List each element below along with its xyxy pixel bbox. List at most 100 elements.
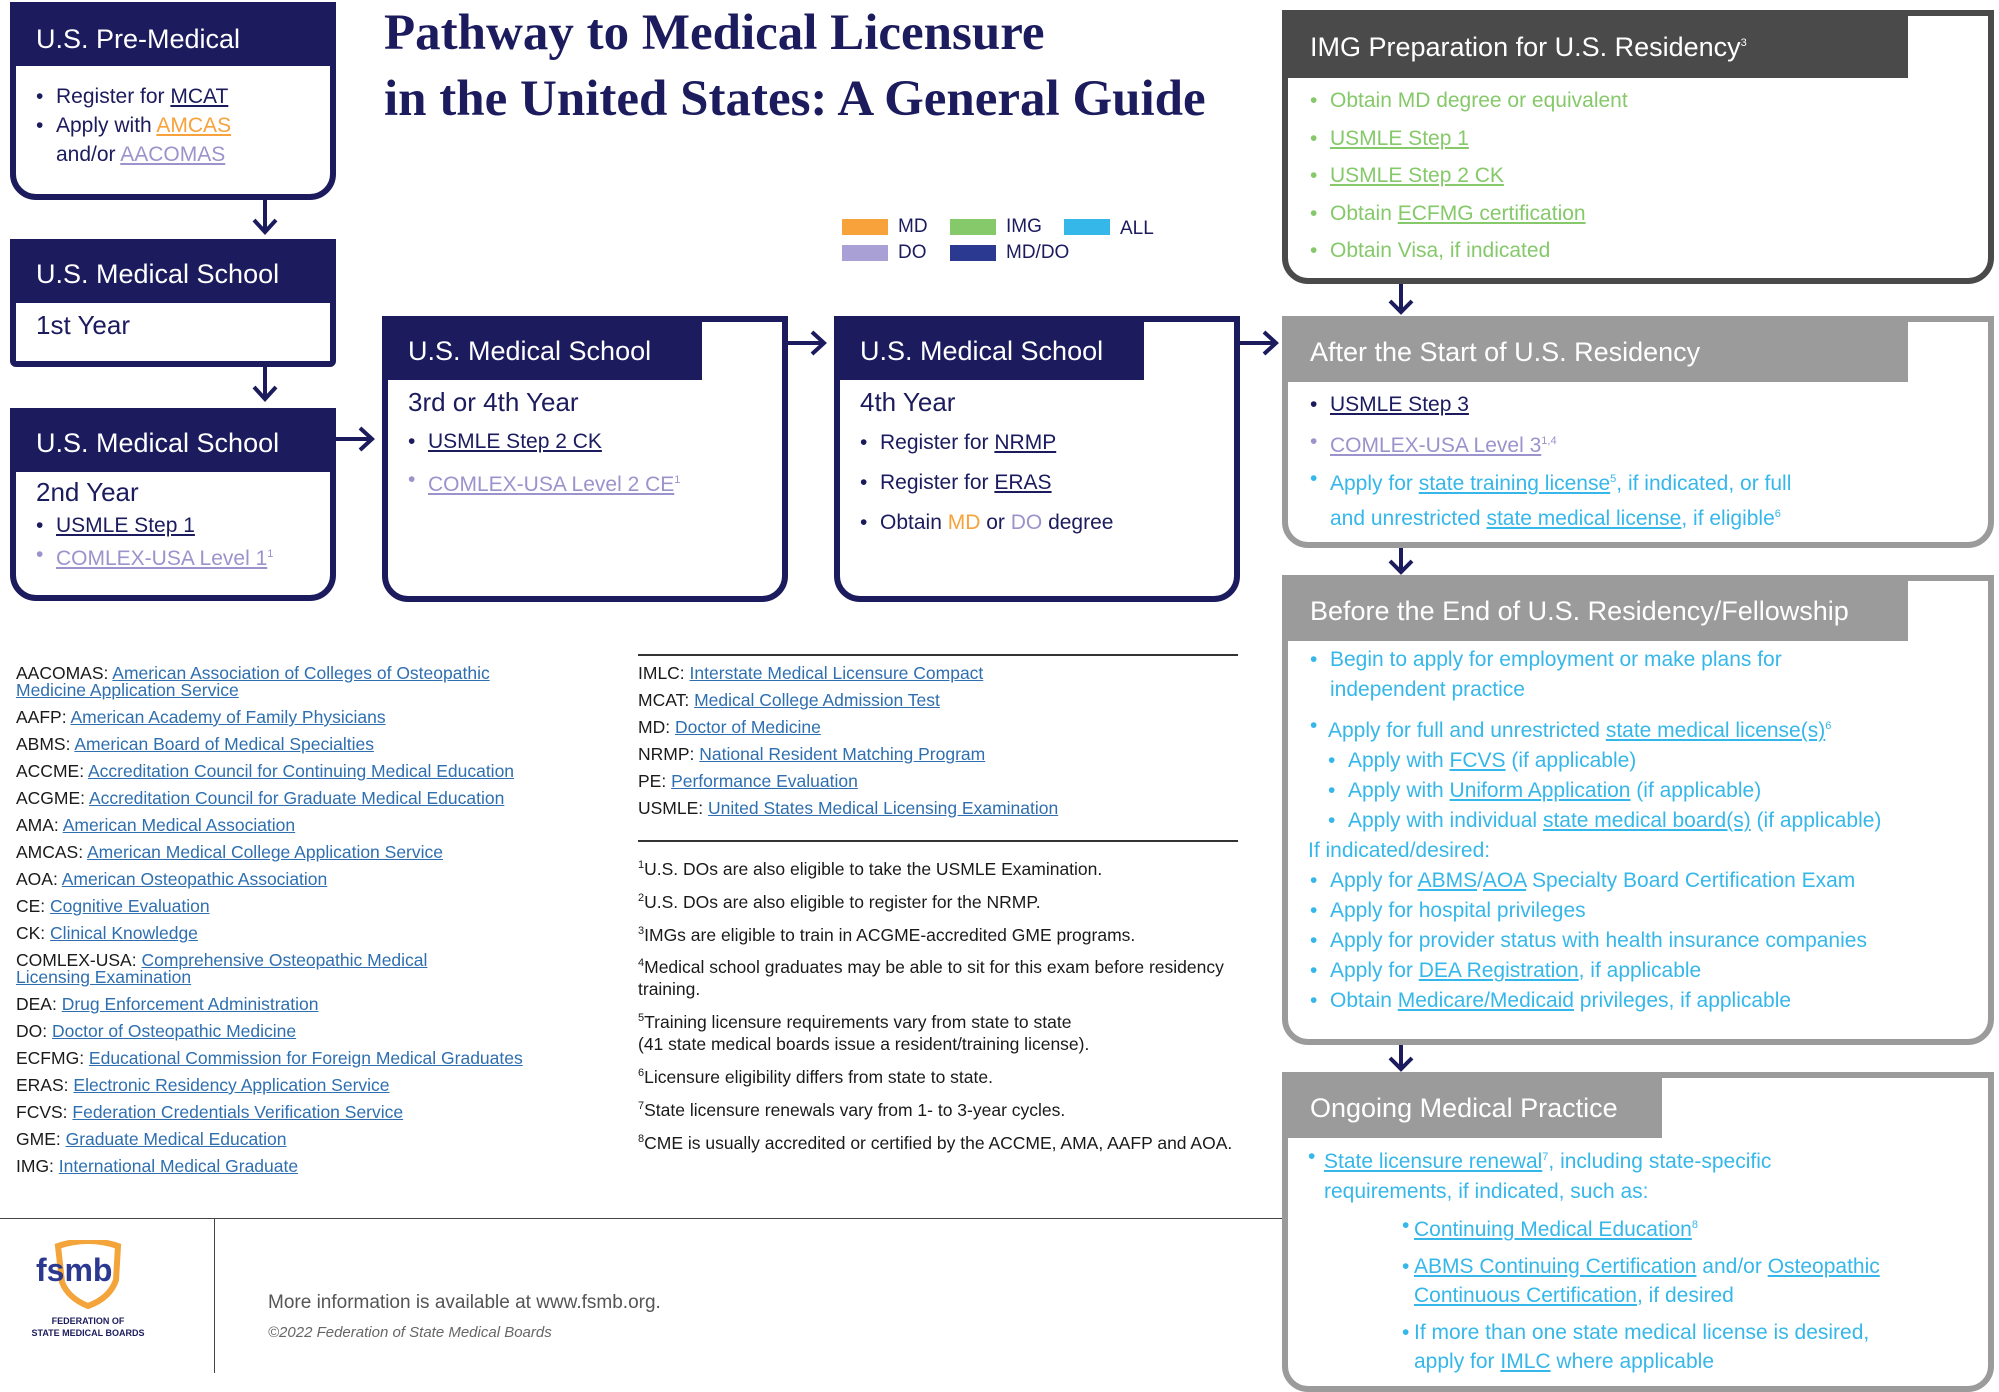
abbreviation-link[interactable]: Doctor of Medicine (674, 717, 821, 737)
abbreviation-link[interactable]: Accreditation Council for Continuing Med… (87, 761, 515, 781)
state-licensure-renewal-link[interactable]: State licensure renewal (1324, 1150, 1543, 1173)
year2-box: U.S. Medical School 2nd Year USMLE Step … (10, 408, 336, 601)
abbreviation-link[interactable]: Federation Credentials Verification Serv… (72, 1102, 404, 1122)
abms-link[interactable]: ABMS (1417, 869, 1478, 892)
divider (638, 654, 1238, 656)
before-end-box: Before the End of U.S. Residency/Fellows… (1282, 575, 1994, 1045)
comlex-level1-link[interactable]: COMLEX-USA Level 1 (56, 547, 268, 570)
page-title: Pathway to Medical Licensure in the Unit… (384, 0, 1244, 132)
footnote: 4Medical school graduates may be able to… (638, 957, 1224, 1000)
year4-body: 4th Year Register for NRMP Register for … (860, 388, 1218, 544)
abbreviation-link[interactable]: United States Medical Licensing Examinat… (708, 798, 1059, 818)
medicare-medicaid-link[interactable]: Medicare/Medicaid (1397, 989, 1574, 1012)
abbreviation-link[interactable]: American Board of Medical Specialties (74, 734, 374, 754)
abbreviation-link[interactable]: Comprehensive Osteopathic Medical (141, 950, 428, 970)
comlex-level2ce-link[interactable]: COMLEX-USA Level 2 CE (428, 473, 675, 496)
residency-item-license: Apply for state training license5, if in… (1310, 464, 1791, 534)
abbreviation-item: DEA: Drug Enforcement Administration (16, 994, 319, 1014)
footnote: 1U.S. DOs are also eligible to take the … (638, 858, 1103, 879)
imlc-link[interactable]: IMLC (1500, 1350, 1551, 1373)
before-end-heading: Before the End of U.S. Residency/Fellows… (1288, 581, 1908, 641)
legend-label-do: DO (898, 242, 927, 263)
premed-item-mcat: Register for MCAT (36, 82, 314, 111)
state-medical-licenses-link[interactable]: state medical license(s) (1605, 719, 1826, 742)
img-usmle-step1-link[interactable]: USMLE Step 1 (1330, 126, 1469, 150)
abbreviation-link[interactable]: Drug Enforcement Administration (61, 994, 319, 1014)
amcas-link[interactable]: AMCAS (156, 114, 232, 137)
ecfmg-link[interactable]: ECFMG certification (1397, 201, 1586, 225)
abbreviation-link[interactable]: Medicine Application Service (16, 680, 239, 700)
legend-swatch-mddo (950, 245, 996, 261)
osteopathic-link[interactable]: Osteopathic (1767, 1255, 1880, 1278)
abbreviation-link[interactable]: National Resident Matching Program (699, 744, 986, 764)
abbreviation-link[interactable]: American Osteopathic Association (61, 869, 328, 889)
abbreviation-item: CE: Cognitive Evaluation (16, 896, 210, 916)
img-usmle-step2ck-link[interactable]: USMLE Step 2 CK (1330, 164, 1504, 187)
abms-continuing-cert-link[interactable]: ABMS Continuing Certification (1414, 1255, 1697, 1278)
abbreviation-item: DO: Doctor of Osteopathic Medicine (16, 1021, 297, 1041)
before-end-item-employment: Begin to apply for employment or make pl… (1310, 645, 1978, 705)
year3-box: U.S. Medical School 3rd or 4th Year USML… (382, 316, 788, 602)
comlex-level3-link[interactable]: COMLEX-USA Level 3 (1330, 434, 1542, 457)
mcat-link[interactable]: MCAT (170, 85, 229, 108)
aoa-link[interactable]: AOA (1482, 869, 1527, 892)
year4-item-degree: Obtain MD or DO degree (860, 503, 1218, 543)
legend-swatch-do (842, 245, 888, 261)
footnote: 6Licensure eligibility differs from stat… (638, 1066, 993, 1087)
abbreviation-item: ABMS: American Board of Medical Specialt… (16, 734, 374, 754)
residency-body: USMLE Step 3 COMLEX-USA Level 31,4 Apply… (1310, 386, 1791, 534)
before-end-body: Begin to apply for employment or make pl… (1308, 645, 1978, 1016)
abbreviation-link[interactable]: Medical College Admission Test (694, 690, 940, 710)
usmle-step1-link[interactable]: USMLE Step 1 (56, 514, 195, 537)
continuous-cert-link[interactable]: Continuous Certification (1414, 1284, 1637, 1307)
uniform-application-link[interactable]: Uniform Application (1449, 779, 1631, 802)
legend-label-all: ALL (1120, 218, 1154, 239)
abbreviation-link[interactable]: American Association of Colleges of Oste… (112, 663, 490, 683)
abbreviation-link[interactable]: Electronic Residency Application Service (73, 1075, 390, 1095)
fcvs-link[interactable]: FCVS (1449, 749, 1506, 772)
img-item-step2: USMLE Step 2 CK (1310, 157, 1628, 195)
abbreviation-item: AOA: American Osteopathic Association (16, 869, 328, 889)
abbreviation-item: COMLEX-USA: Comprehensive Osteopathic Me… (16, 950, 428, 987)
state-medical-license-link[interactable]: state medical license (1486, 507, 1682, 530)
abbreviation-link[interactable]: American Academy of Family Physicians (70, 707, 386, 727)
abbreviation-link[interactable]: Performance Evaluation (671, 771, 858, 791)
abbreviation-link[interactable]: Cognitive Evaluation (50, 896, 210, 916)
abbreviation-item: NRMP: National Resident Matching Program (638, 744, 986, 764)
ongoing-sub-imlc: If more than one state medical license i… (1402, 1318, 1978, 1376)
abbreviation-link[interactable]: Accreditation Council for Graduate Medic… (88, 788, 505, 808)
abbreviation-link[interactable]: Interstate Medical Licensure Compact (689, 663, 984, 683)
usmle-step2ck-link[interactable]: USMLE Step 2 CK (428, 430, 602, 453)
eras-link[interactable]: ERAS (994, 471, 1052, 494)
abbreviation-link[interactable]: Educational Commission for Foreign Medic… (88, 1048, 523, 1068)
img-item-md: Obtain MD degree or equivalent (1310, 82, 1628, 120)
state-medical-boards-link[interactable]: state medical board(s) (1542, 809, 1751, 832)
abbreviation-link[interactable]: Graduate Medical Education (65, 1129, 287, 1149)
cme-link[interactable]: Continuing Medical Education (1414, 1218, 1692, 1241)
year3-sub: 3rd or 4th Year (408, 387, 579, 417)
abbreviation-link[interactable]: International Medical Graduate (58, 1156, 299, 1176)
dea-registration-link[interactable]: DEA Registration (1418, 959, 1579, 982)
legend-swatch-img (950, 219, 996, 235)
abbreviation-link[interactable]: American Medical Association (62, 815, 296, 835)
fsmb-logo-sub1: FEDERATION OF (51, 1316, 125, 1326)
year2-body: 2nd Year USMLE Step 1 COMLEX-USA Level 1… (36, 478, 314, 573)
abbreviation-link[interactable]: American Medical College Application Ser… (87, 842, 444, 862)
abbreviation-link[interactable]: Licensing Examination (16, 967, 192, 987)
abbreviation-item: IMG: International Medical Graduate (16, 1156, 299, 1176)
abbreviation-item: ERAS: Electronic Residency Application S… (16, 1075, 390, 1095)
abbreviation-item: GME: Graduate Medical Education (16, 1129, 287, 1149)
arrow-down-icon (1388, 284, 1414, 315)
aacomas-link[interactable]: AACOMAS (120, 143, 226, 166)
before-end-sub-uniform: Apply with Uniform Application (if appli… (1328, 776, 1978, 806)
legend-label-md: MD (898, 216, 928, 237)
abbreviation-link[interactable]: Clinical Knowledge (50, 923, 198, 943)
usmle-step3-link[interactable]: USMLE Step 3 (1330, 393, 1469, 416)
before-end-sub-boards: Apply with individual state medical boar… (1328, 806, 1978, 836)
abbreviation-link[interactable]: Doctor of Osteopathic Medicine (51, 1021, 297, 1041)
state-training-license-link[interactable]: state training license (1418, 472, 1611, 495)
abbreviations-left: AACOMAS: American Association of College… (16, 660, 576, 1180)
nrmp-link[interactable]: NRMP (994, 431, 1057, 454)
abbreviation-item: MCAT: Medical College Admission Test (638, 690, 940, 710)
